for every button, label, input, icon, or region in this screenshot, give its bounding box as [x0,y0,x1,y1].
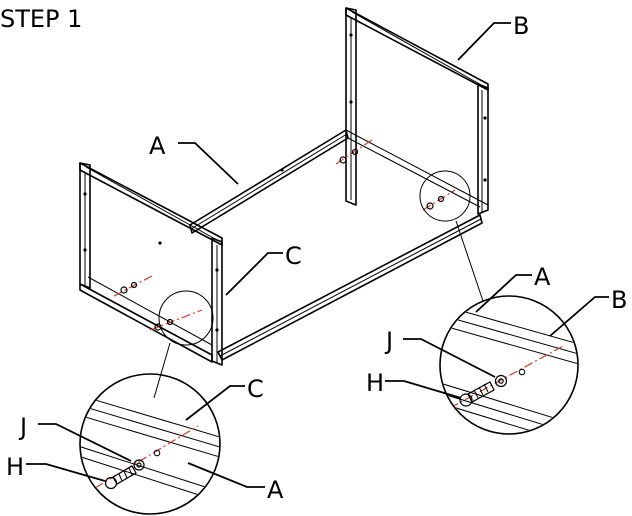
callout-top-tube: A [149,132,166,160]
washer-icon [494,374,508,388]
callout-detail-right-tube: A [534,263,551,291]
bolt-icon [426,202,434,210]
callout-detail-left-tube: A [267,476,284,504]
step-title: STEP 1 [0,5,82,33]
callout-detail-right-washer: J [384,327,393,355]
bolt-icon [459,381,495,407]
assembly-bolts [113,139,456,331]
right-end-frame [345,7,489,215]
washer-icon [166,318,174,326]
callout-detail-left-bolt: H [6,453,24,481]
detail-marker-right [419,170,471,222]
detail-marker-left [158,290,214,346]
callout-detail-left-frame: C [247,375,264,403]
washer-icon [130,281,138,289]
washer-icon [351,148,359,156]
washer-icon [133,459,145,471]
callout-left-frame: C [285,242,302,270]
long-tubes [189,129,483,361]
connector-line-left [153,342,171,399]
detail-left [79,373,221,515]
bolt-icon [154,323,162,331]
washer-icon [437,195,445,203]
leader-lines [26,22,609,488]
callout-detail-left-washer: J [18,413,27,441]
callout-detail-right-frame: B [611,286,627,314]
connector-line-right [455,220,484,302]
callout-detail-right-bolt: H [366,369,384,397]
detail-right [439,295,579,435]
bolt-icon [339,156,347,164]
callout-right-frame: B [513,12,529,40]
bolt-icon [104,465,137,490]
left-end-frame [79,162,223,366]
bolt-icon [120,286,128,294]
